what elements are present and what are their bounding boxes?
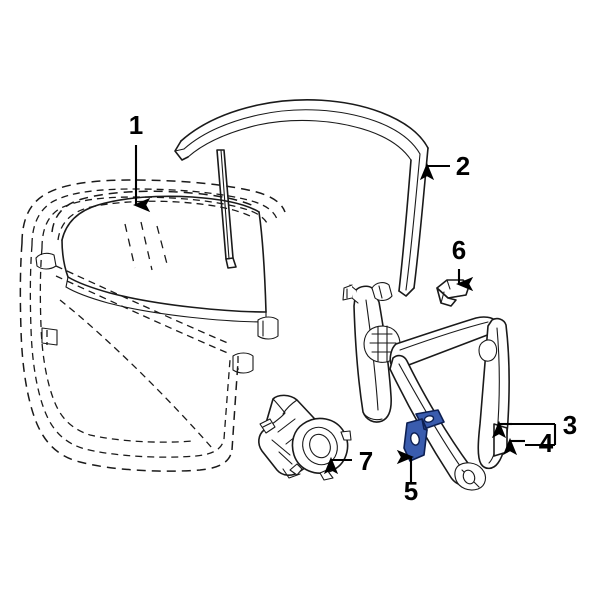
callout-label-6[interactable]: 6 — [452, 235, 466, 265]
callout-label-5[interactable]: 5 — [404, 476, 418, 506]
callout-label-3[interactable]: 3 — [563, 410, 577, 440]
window-frame-molding-part — [174, 99, 429, 297]
callout-label-2[interactable]: 2 — [456, 151, 470, 181]
callout-labels: 1 2 3 4 5 6 7 — [129, 110, 577, 506]
door-shell-phantom — [19, 179, 286, 472]
callout-label-4[interactable]: 4 — [539, 428, 554, 458]
retaining-clip-part — [436, 279, 470, 307]
glass-hatch-marks — [124, 221, 168, 271]
callout-label-1[interactable]: 1 — [129, 110, 143, 140]
callout-label-7[interactable]: 7 — [359, 446, 373, 476]
window-glass-part — [61, 195, 279, 340]
regulator-motor-part — [258, 394, 352, 481]
callout-leaders — [132, 145, 557, 483]
guide-bumper-part — [493, 423, 508, 457]
